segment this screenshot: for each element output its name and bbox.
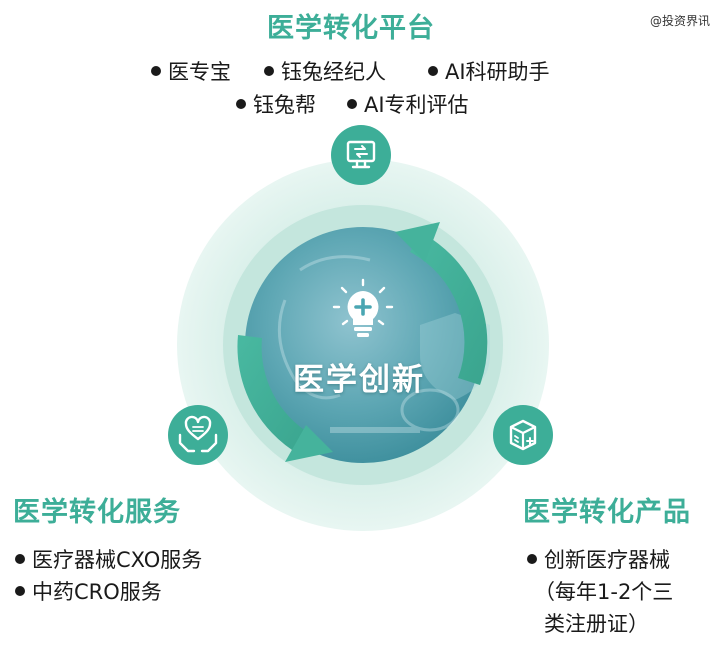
platform-item: 钰兔帮 bbox=[236, 89, 316, 119]
bullet-dot bbox=[527, 554, 537, 564]
center-photo bbox=[245, 227, 481, 463]
bullet-dot bbox=[236, 99, 246, 109]
watermark: @投资界讯 bbox=[650, 14, 711, 28]
heart-hands-icon bbox=[168, 405, 228, 465]
photo-details bbox=[277, 255, 460, 433]
services-item: 中药CRO服务 bbox=[15, 576, 162, 606]
monitor-icon bbox=[331, 125, 391, 185]
services-title: 医学转化服务 bbox=[13, 497, 181, 528]
platform-title: 医学转化平台 bbox=[267, 13, 435, 44]
arrow-bottom-left bbox=[237, 335, 312, 455]
bullet-dot bbox=[347, 99, 357, 109]
bullet-dot bbox=[151, 66, 161, 76]
platform-item: AI科研助手 bbox=[428, 56, 550, 86]
arrow-bottom-left-head bbox=[285, 425, 333, 462]
platform-item: 钰兔经纪人 bbox=[264, 56, 386, 86]
services-item: 医疗器械CXO服务 bbox=[15, 544, 202, 574]
bullet-dot bbox=[15, 586, 25, 596]
bullet-dot bbox=[264, 66, 274, 76]
lightbulb-plus-icon bbox=[330, 276, 396, 342]
arrow-top-right-head bbox=[395, 222, 440, 262]
products-item: 创新医疗器械 bbox=[527, 544, 670, 574]
arrow-top-right bbox=[410, 232, 488, 385]
center-label: 医学创新 bbox=[293, 362, 425, 398]
products-title: 医学转化产品 bbox=[523, 497, 691, 528]
product-box-icon bbox=[493, 405, 553, 465]
products-item-note-line: （每年1-2个三 bbox=[534, 580, 674, 604]
bullet-dot bbox=[428, 66, 438, 76]
products-item-note-line: 类注册证） bbox=[544, 612, 649, 636]
bullet-dot bbox=[15, 554, 25, 564]
platform-item: 医专宝 bbox=[151, 56, 231, 86]
platform-item: AI专利评估 bbox=[347, 89, 469, 119]
